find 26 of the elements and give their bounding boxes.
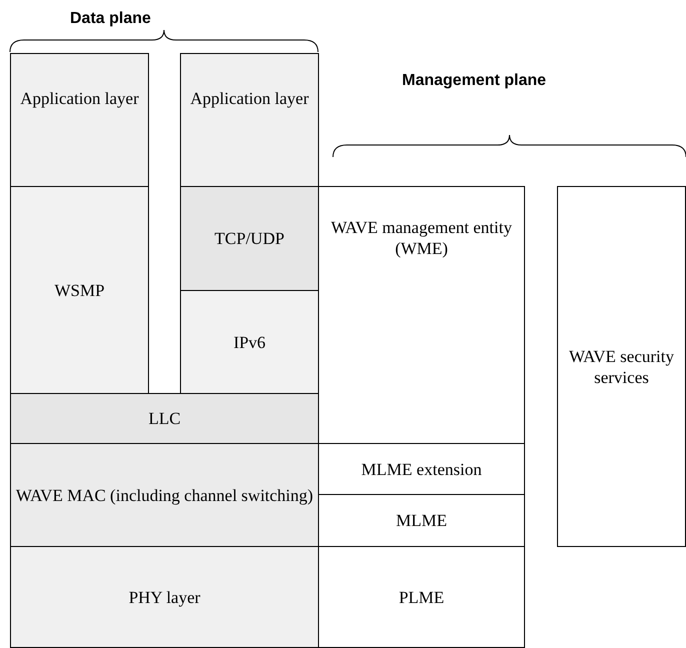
- layer-label: PLME: [398, 586, 444, 608]
- layer-box: [10, 443, 319, 547]
- layer-box: [180, 186, 319, 291]
- plane-heading: Data plane: [70, 10, 151, 28]
- layer-label: WAVE management entity (WME): [330, 217, 513, 259]
- layer-box: [10, 393, 319, 444]
- layer-label: PHY layer: [128, 586, 200, 608]
- layer-label: WSMP: [54, 280, 105, 300]
- layer-box: [180, 53, 319, 187]
- layer-label: Application layer: [190, 88, 309, 109]
- layer-box: [318, 186, 525, 444]
- layer-box: [10, 186, 149, 394]
- layer-box: [318, 546, 525, 648]
- plane-heading: Management plane: [402, 72, 546, 90]
- layer-label: WAVE MAC (including channel switching): [16, 484, 314, 506]
- layer-box: [180, 290, 319, 394]
- layer-label: LLC: [148, 408, 181, 429]
- layer-label: TCP/UDP: [214, 228, 284, 249]
- layer-label: MLME extension: [361, 458, 482, 480]
- layer-label: MLME: [396, 510, 447, 531]
- layer-label: WAVE security services: [568, 346, 675, 388]
- layer-box: [10, 546, 319, 648]
- layer-label: Application layer: [20, 88, 139, 109]
- layer-label: IPv6: [233, 332, 266, 352]
- layer-box: [10, 53, 149, 187]
- layer-box: [557, 186, 686, 547]
